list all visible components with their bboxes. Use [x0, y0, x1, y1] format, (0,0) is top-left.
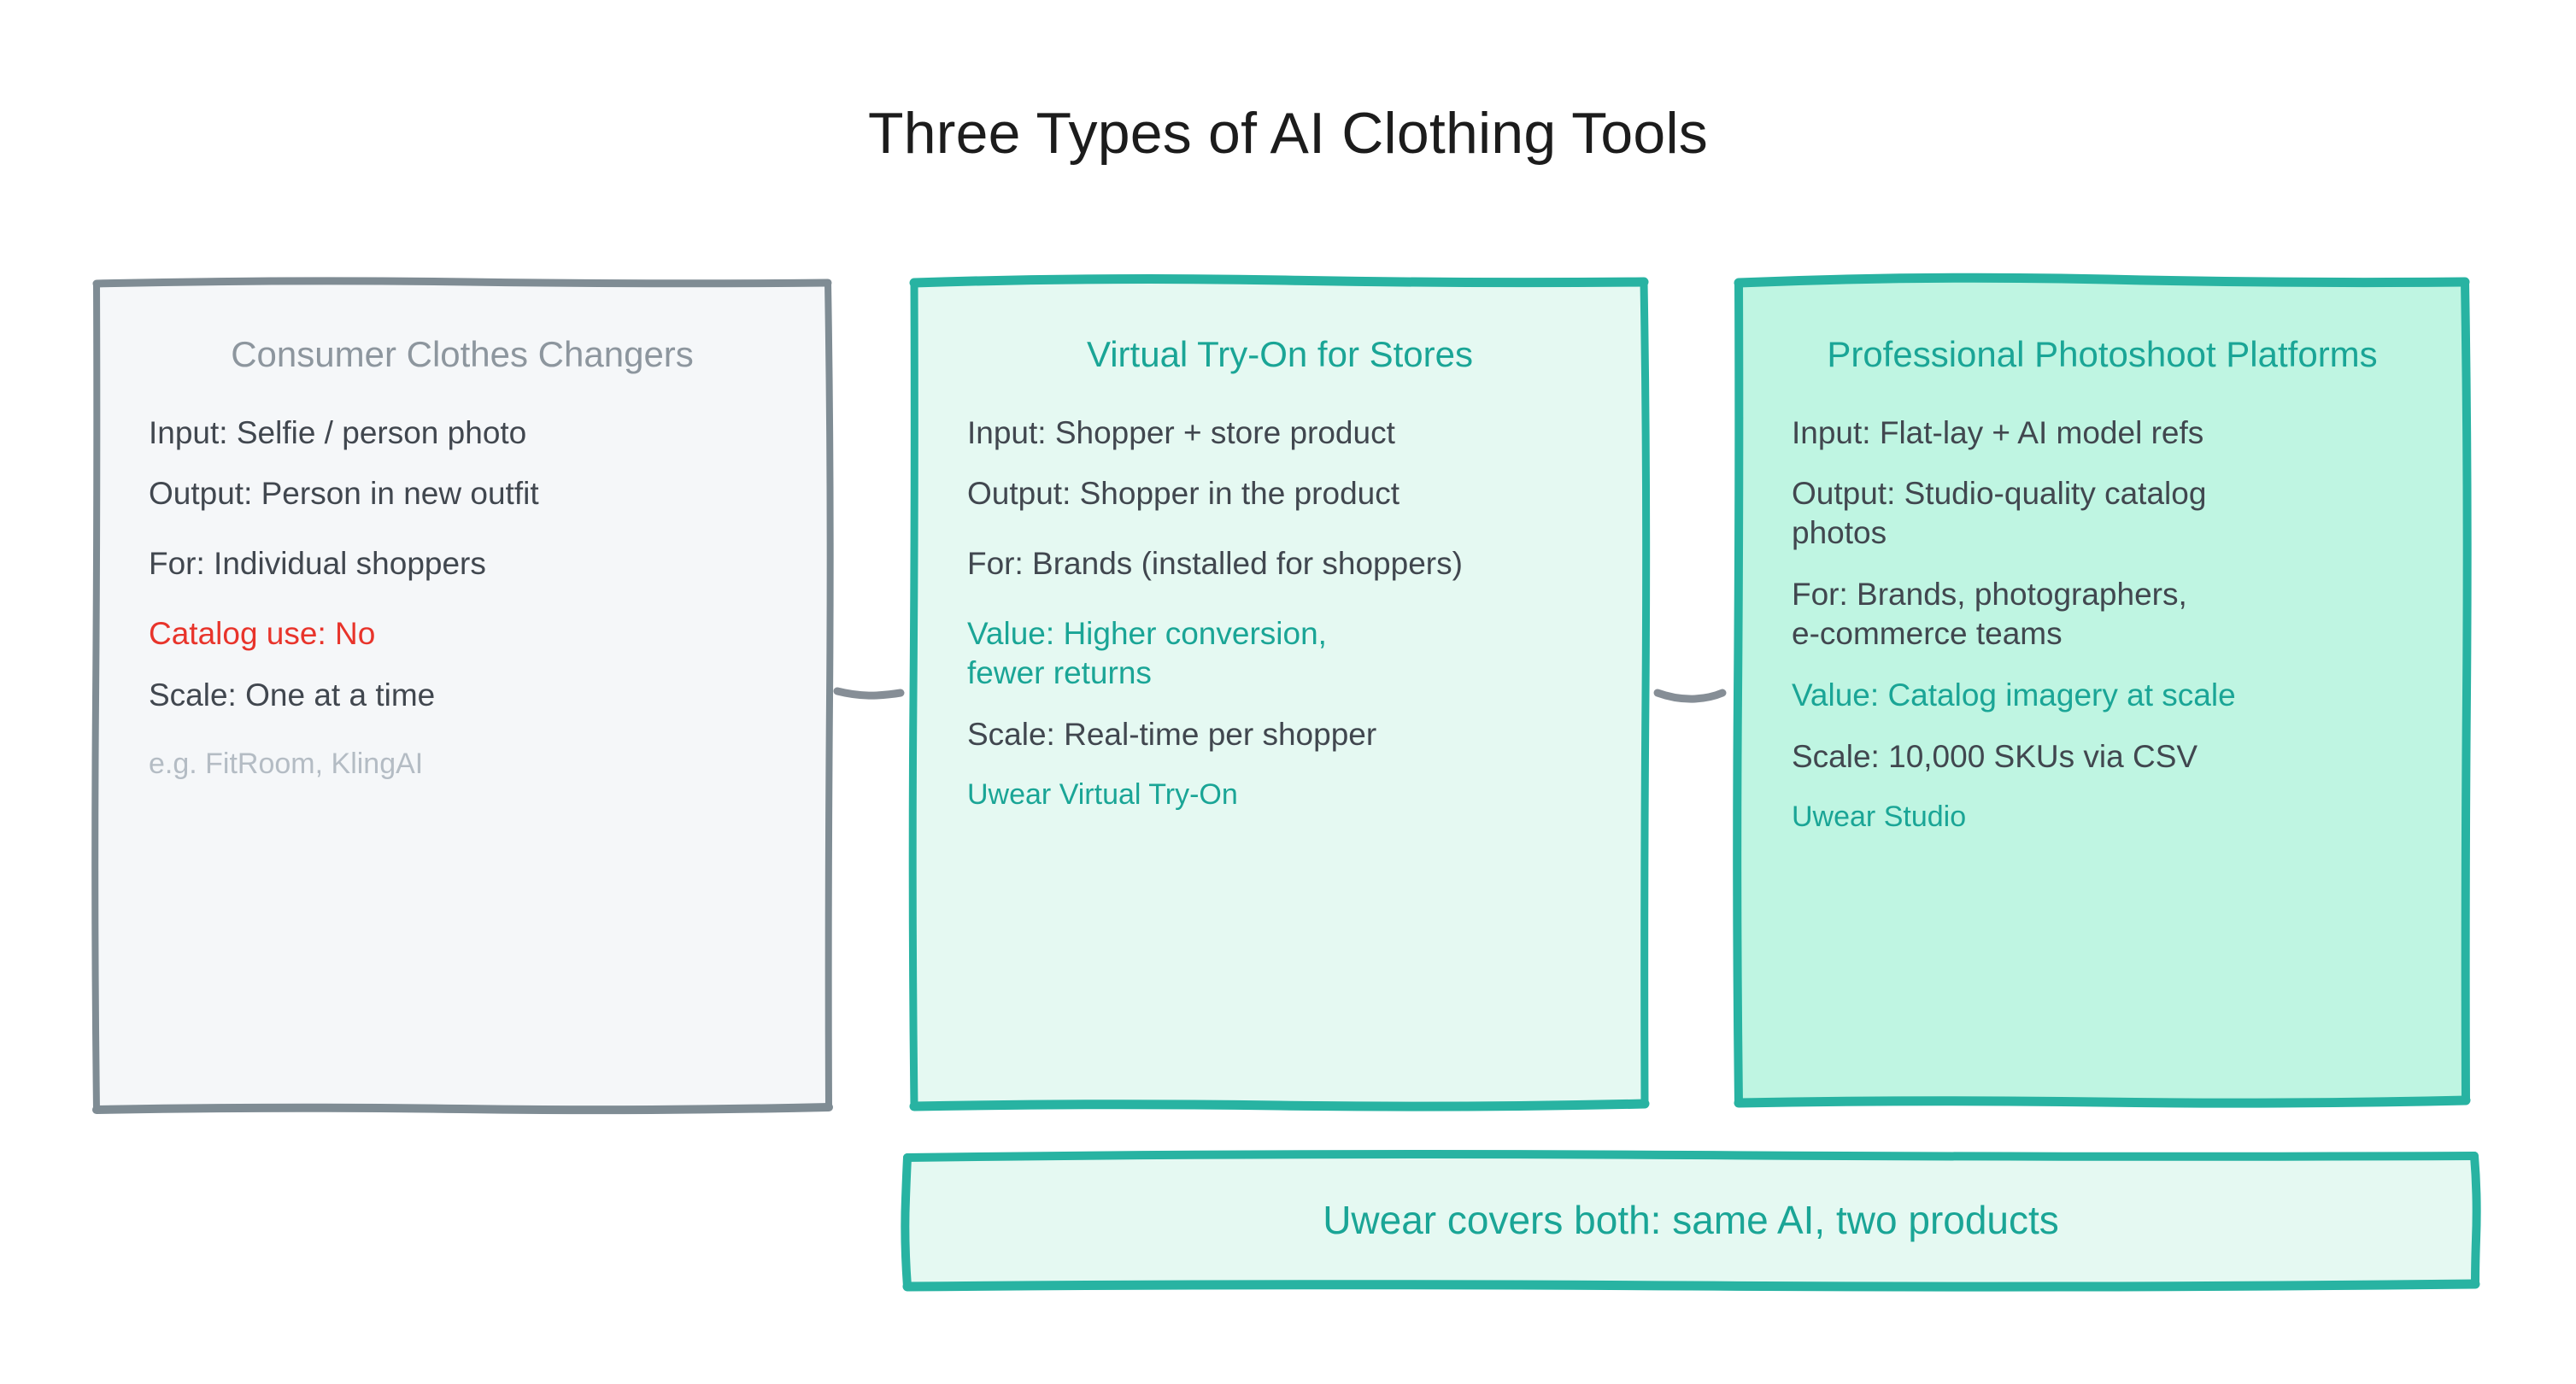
- card-line-catalog-use: Catalog use: No: [149, 616, 376, 652]
- card-title: Professional Photoshoot Platforms: [1827, 334, 2378, 374]
- page-title: Three Types of AI Clothing Tools: [868, 101, 1708, 166]
- card-title: Virtual Try-On for Stores: [1086, 334, 1474, 374]
- card-line-output: Output: Studio-quality catalog photos: [1792, 476, 2207, 551]
- card-line-input: Input: Flat-lay + AI model refs: [1792, 414, 2204, 450]
- connector-tryon-to-studio: [1653, 683, 1727, 706]
- card-line-scale: Scale: Real-time per shopper: [967, 716, 1377, 752]
- card-line-for: For: Brands (installed for shoppers): [967, 546, 1463, 582]
- summary-banner: Uwear covers both: same AI, two products: [901, 1150, 2481, 1292]
- card-body: Input: Selfie / person photo Output: Per…: [149, 413, 776, 783]
- card-line-output: Output: Shopper in the product: [967, 476, 1400, 512]
- card-virtual-try-on-for-stores: Virtual Try-On for Stores Input: Shopper…: [908, 274, 1651, 1111]
- card-line-for: For: Brands, photographers, e-commerce t…: [1792, 577, 2187, 652]
- card-line-input: Input: Shopper + store product: [967, 414, 1395, 450]
- card-line-examples: e.g. FitRoom, KlingAI: [149, 747, 424, 780]
- card-line-scale: Scale: One at a time: [149, 677, 436, 713]
- card-line-value: Value: Catalog imagery at scale: [1792, 677, 2236, 713]
- connector-consumer-to-tryon: [833, 683, 905, 706]
- card-line-value: Value: Higher conversion, fewer returns: [967, 616, 1327, 691]
- card-body: Input: Shopper + store product Output: S…: [967, 413, 1593, 812]
- card-line-for: For: Individual shoppers: [149, 546, 486, 582]
- card-title: Consumer Clothes Changers: [231, 334, 694, 374]
- card-line-output: Output: Person in new outfit: [149, 476, 539, 512]
- card-consumer-clothes-changers: Consumer Clothes Changers Input: Selfie …: [91, 277, 834, 1115]
- card-professional-photoshoot-platforms: Professional Photoshoot Platforms Input:…: [1733, 273, 2472, 1108]
- card-line-product: Uwear Virtual Try-On: [967, 777, 1238, 811]
- card-line-product: Uwear Studio: [1792, 800, 1967, 833]
- summary-banner-label: Uwear covers both: same AI, two products: [1323, 1197, 2059, 1242]
- card-line-scale: Scale: 10,000 SKUs via CSV: [1792, 738, 2198, 774]
- card-line-input: Input: Selfie / person photo: [149, 414, 527, 450]
- card-body: Input: Flat-lay + AI model refs Output: …: [1792, 413, 2413, 835]
